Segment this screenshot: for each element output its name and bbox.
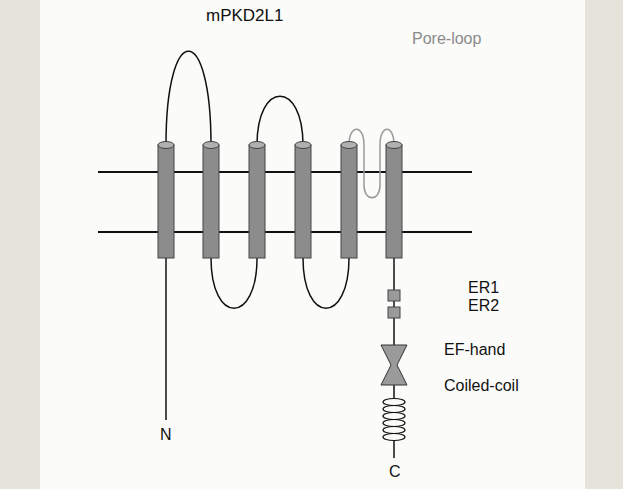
er-boxes	[388, 290, 400, 318]
domain-label: Coiled-coil	[444, 377, 519, 395]
motif-label: ER2	[468, 297, 499, 315]
coiled-coil-symbol	[383, 399, 405, 441]
helices	[158, 142, 402, 259]
region-label: Pore-loop	[412, 30, 481, 48]
ef-hand-symbol	[381, 345, 407, 385]
terminus-label: C	[389, 463, 401, 481]
protein-title: mPKD2L1	[206, 6, 283, 25]
terminus-label: N	[160, 426, 172, 444]
panel	[40, 0, 585, 489]
loops	[166, 51, 394, 458]
domain-label: EF-hand	[444, 341, 505, 359]
membrane	[98, 172, 472, 232]
motif-label: ER1	[468, 279, 499, 297]
